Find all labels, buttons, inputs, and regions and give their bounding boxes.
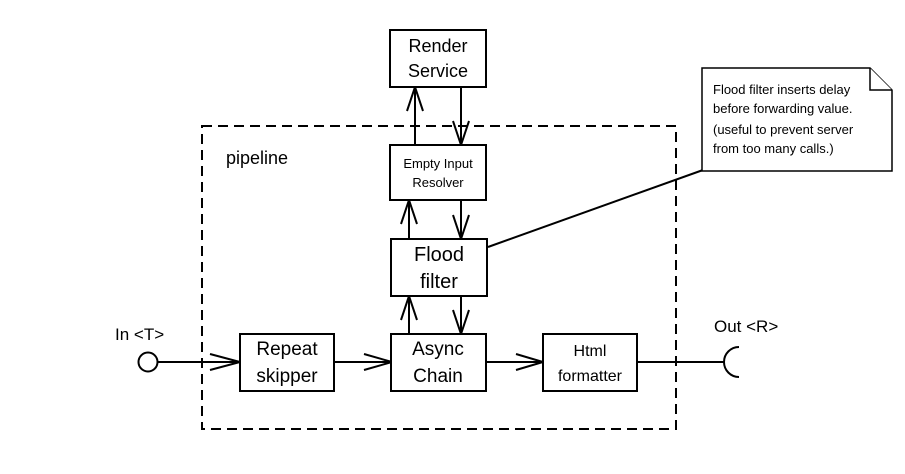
html-formatter-box — [542, 333, 638, 392]
note-line-1: Flood filter inserts delay — [713, 82, 851, 97]
repeat-skipper-label-line1: Repeat — [256, 339, 318, 360]
flood-filter-label-line2: filter — [420, 271, 458, 293]
note-line-4: from too many calls.) — [713, 141, 834, 156]
note-flood-filter: Flood filter inserts delay before forwar… — [701, 67, 893, 172]
flood-filter-box — [390, 238, 488, 297]
empty-input-resolver-box — [389, 144, 487, 201]
html-formatter-label-line2: formatter — [558, 368, 623, 385]
html-formatter-node: Html formatter — [542, 333, 638, 392]
connectors — [158, 83, 724, 371]
async-chain-node: Async Chain — [390, 333, 487, 392]
repeat-skipper-box — [239, 333, 335, 392]
note-line-2: before forwarding value. — [713, 101, 852, 116]
empty-input-resolver-label-line2: Resolver — [412, 175, 464, 190]
flood-filter-label-line1: Flood — [414, 244, 464, 266]
note-line-3: (useful to prevent server — [713, 122, 854, 137]
html-formatter-label-line1: Html — [574, 343, 607, 360]
output-port-label: Out <R> — [714, 317, 778, 336]
input-port-label: In <T> — [115, 325, 164, 344]
empty-input-resolver-label-line1: Empty Input — [403, 156, 473, 171]
pipeline-label: pipeline — [226, 148, 288, 168]
empty-input-resolver-node: Empty Input Resolver — [389, 144, 487, 201]
async-chain-box — [390, 333, 487, 392]
repeat-skipper-node: Repeat skipper — [239, 333, 335, 392]
render-service-box — [389, 29, 487, 88]
input-port-circle — [137, 351, 159, 373]
pipeline-boundary — [201, 125, 677, 430]
async-chain-label-line2: Chain — [413, 366, 463, 387]
note-body — [701, 67, 893, 172]
async-chain-label-line1: Async — [412, 339, 464, 360]
flood-filter-node: Flood filter — [390, 238, 488, 297]
note-connector — [487, 169, 704, 248]
output-port-socket — [723, 346, 740, 378]
repeat-skipper-label-line2: skipper — [256, 366, 318, 387]
render-service-label-line2: Service — [408, 61, 468, 81]
render-service-node: Render Service — [389, 29, 487, 88]
render-service-label-line1: Render — [408, 36, 467, 56]
note-fold-corner — [869, 68, 892, 91]
